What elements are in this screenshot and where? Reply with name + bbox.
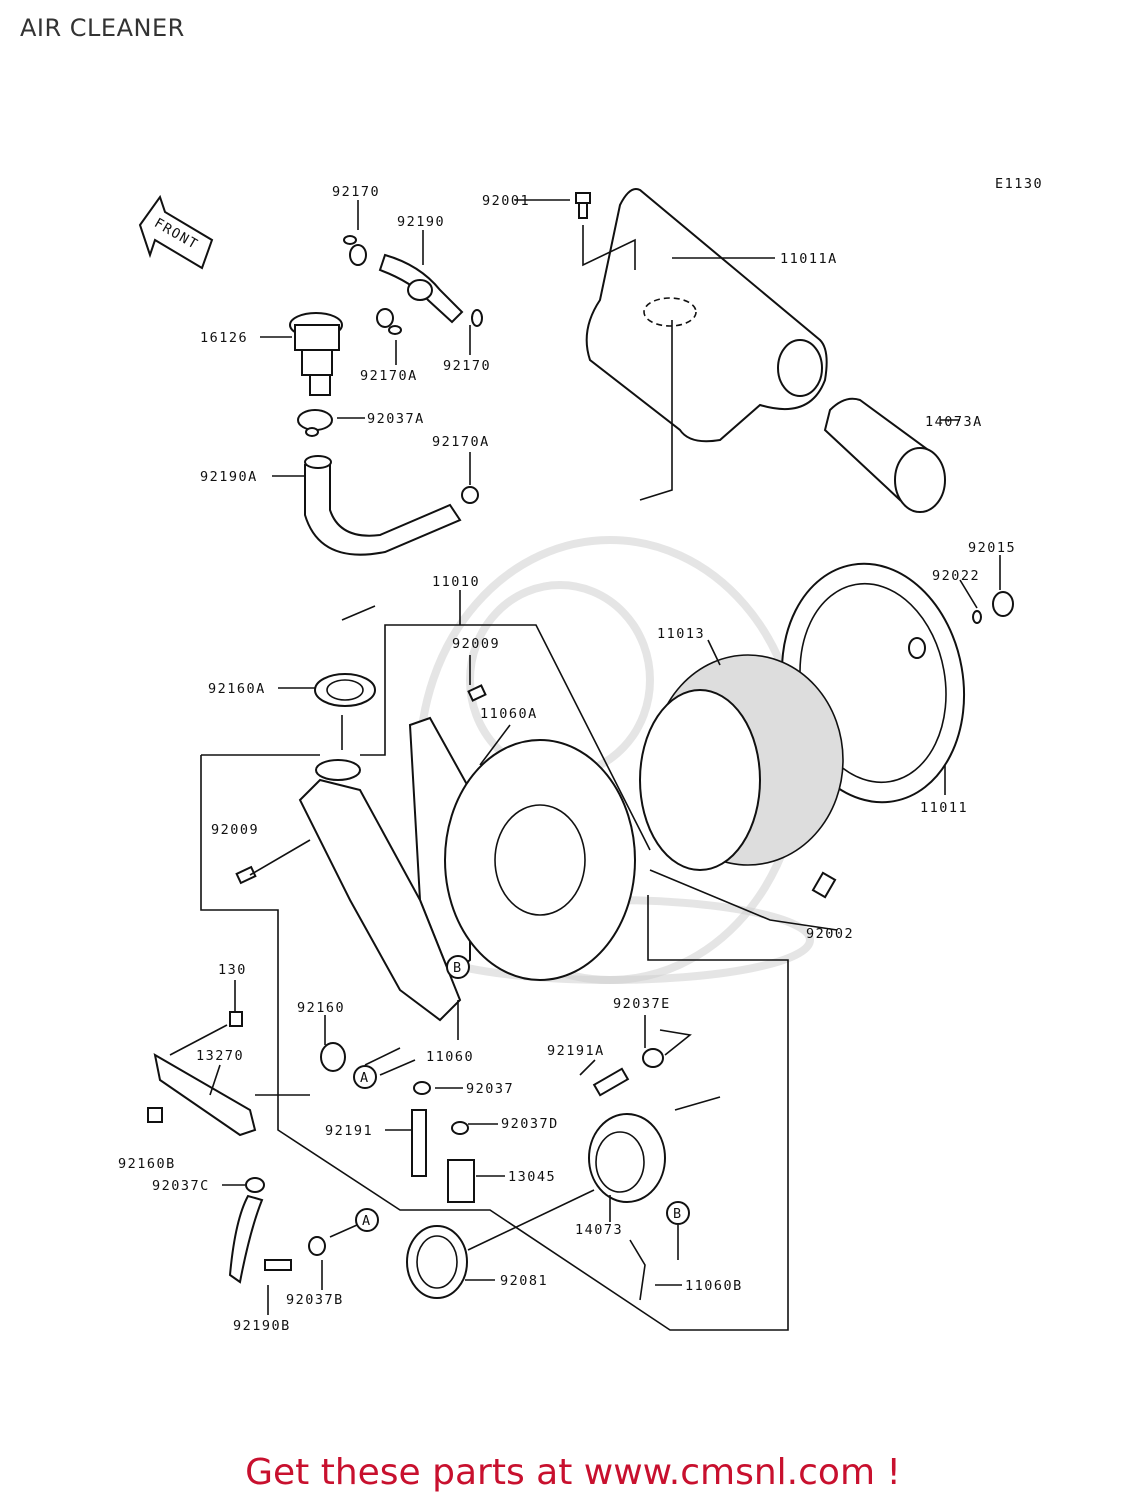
grommet-92160a — [314, 673, 376, 707]
part-label: 92170 — [443, 358, 491, 374]
clamp-92037d — [451, 1121, 469, 1135]
part-label: 92170 — [332, 184, 380, 200]
filter-11013 — [639, 654, 844, 871]
part-label: 92160A — [208, 681, 266, 697]
part-label: 11060A — [480, 706, 538, 722]
part-label: 92190A — [200, 469, 258, 485]
duct-14073a — [823, 397, 946, 513]
duct-14073 — [588, 1113, 666, 1203]
part-label: 92190B — [233, 1318, 291, 1334]
cover-11011a — [585, 188, 828, 443]
part-label: 11010 — [432, 574, 480, 590]
bolt-92002 — [811, 871, 837, 899]
clamp-92037a — [297, 409, 333, 437]
part-label: 92170A — [432, 434, 490, 450]
ref-marker-b1: B — [446, 955, 470, 979]
hose-92190 — [378, 253, 464, 324]
svg-text:A: A — [362, 1213, 372, 1229]
part-label: 130 — [218, 962, 247, 978]
svg-text:B: B — [453, 960, 463, 976]
part-label: 92037A — [367, 411, 425, 427]
washer-92022 — [972, 610, 982, 624]
bolt-130 — [229, 1011, 243, 1027]
cushion-92160b — [147, 1107, 163, 1123]
part-label: 92037B — [286, 1292, 344, 1308]
ring-92081 — [406, 1225, 468, 1299]
grommet-92160 — [320, 1042, 346, 1072]
svg-text:A: A — [360, 1070, 370, 1086]
cap-13045 — [447, 1159, 475, 1203]
part-label: 92037C — [152, 1178, 210, 1194]
leader-lines — [169, 199, 1001, 1315]
hose-92190a — [304, 455, 462, 556]
part-label: 92037D — [501, 1116, 559, 1132]
pipe-92191a — [592, 1067, 630, 1097]
part-label: 92191A — [547, 1043, 605, 1059]
part-label: 92160 — [297, 1000, 345, 1016]
part-label: 11011A — [780, 251, 838, 267]
part-label: 14073A — [925, 414, 983, 430]
front-arrow-icon: FRONT — [138, 194, 214, 270]
hose-92190b — [228, 1194, 292, 1284]
clamp-92037c — [245, 1177, 265, 1193]
clamp-92170-right — [471, 309, 483, 327]
part-label: 92009 — [452, 636, 500, 652]
clamp-92170a-mid — [461, 486, 479, 504]
part-label: 13270 — [196, 1048, 244, 1064]
clamp-92037e — [642, 1048, 664, 1068]
part-label: 92002 — [806, 926, 854, 942]
part-label: 14073 — [575, 1222, 623, 1238]
pin-11060b — [629, 1239, 646, 1301]
pipe-92191 — [411, 1109, 427, 1177]
part-label: 11060B — [685, 1278, 743, 1294]
part-label: 11011 — [920, 800, 968, 816]
housing-11010 — [408, 716, 636, 981]
part-label: 11013 — [657, 626, 705, 642]
screw-92009-left — [235, 865, 257, 885]
nut-92015 — [992, 591, 1014, 617]
part-label: 92015 — [968, 540, 1016, 556]
part-label: 92081 — [500, 1273, 548, 1289]
part-label: 16126 — [200, 330, 248, 346]
clamp-92170-top — [343, 235, 367, 266]
page-title: AIR CLEANER — [20, 14, 185, 42]
part-label: 11060 — [426, 1049, 474, 1065]
svg-text:B: B — [673, 1206, 683, 1222]
valve-16126 — [289, 312, 343, 396]
part-label: 13045 — [508, 1169, 556, 1185]
part-label: 92191 — [325, 1123, 373, 1139]
part-label: 92009 — [211, 822, 259, 838]
ref-marker-a2: A — [355, 1208, 379, 1232]
ref-marker-a1: A — [353, 1065, 377, 1089]
part-label: 92037 — [466, 1081, 514, 1097]
part-label: 92190 — [397, 214, 445, 230]
part-label: 92170A — [360, 368, 418, 384]
clamp-92037b — [308, 1236, 326, 1256]
bolt-92001 — [575, 192, 591, 219]
diagram-code: E1130 — [995, 176, 1043, 192]
bracket-13270 — [153, 1053, 257, 1137]
part-label: 92001 — [482, 193, 530, 209]
base-11060a — [298, 759, 462, 1022]
assembly-outline — [200, 605, 789, 1331]
part-label: 92160B — [118, 1156, 176, 1172]
promo-footer-link[interactable]: Get these parts at www.cmsnl.com ! — [245, 1452, 901, 1493]
screw-92009-top — [467, 684, 487, 702]
clamp-92170a-top — [376, 308, 402, 335]
part-label: 92037E — [613, 996, 671, 1012]
part-label: 92022 — [932, 568, 980, 584]
ref-marker-b2: B — [666, 1201, 690, 1225]
clamp-92037 — [413, 1081, 431, 1095]
part-labels: 92170 92190 92001 11011A 16126 92170A 92… — [118, 184, 1016, 1334]
